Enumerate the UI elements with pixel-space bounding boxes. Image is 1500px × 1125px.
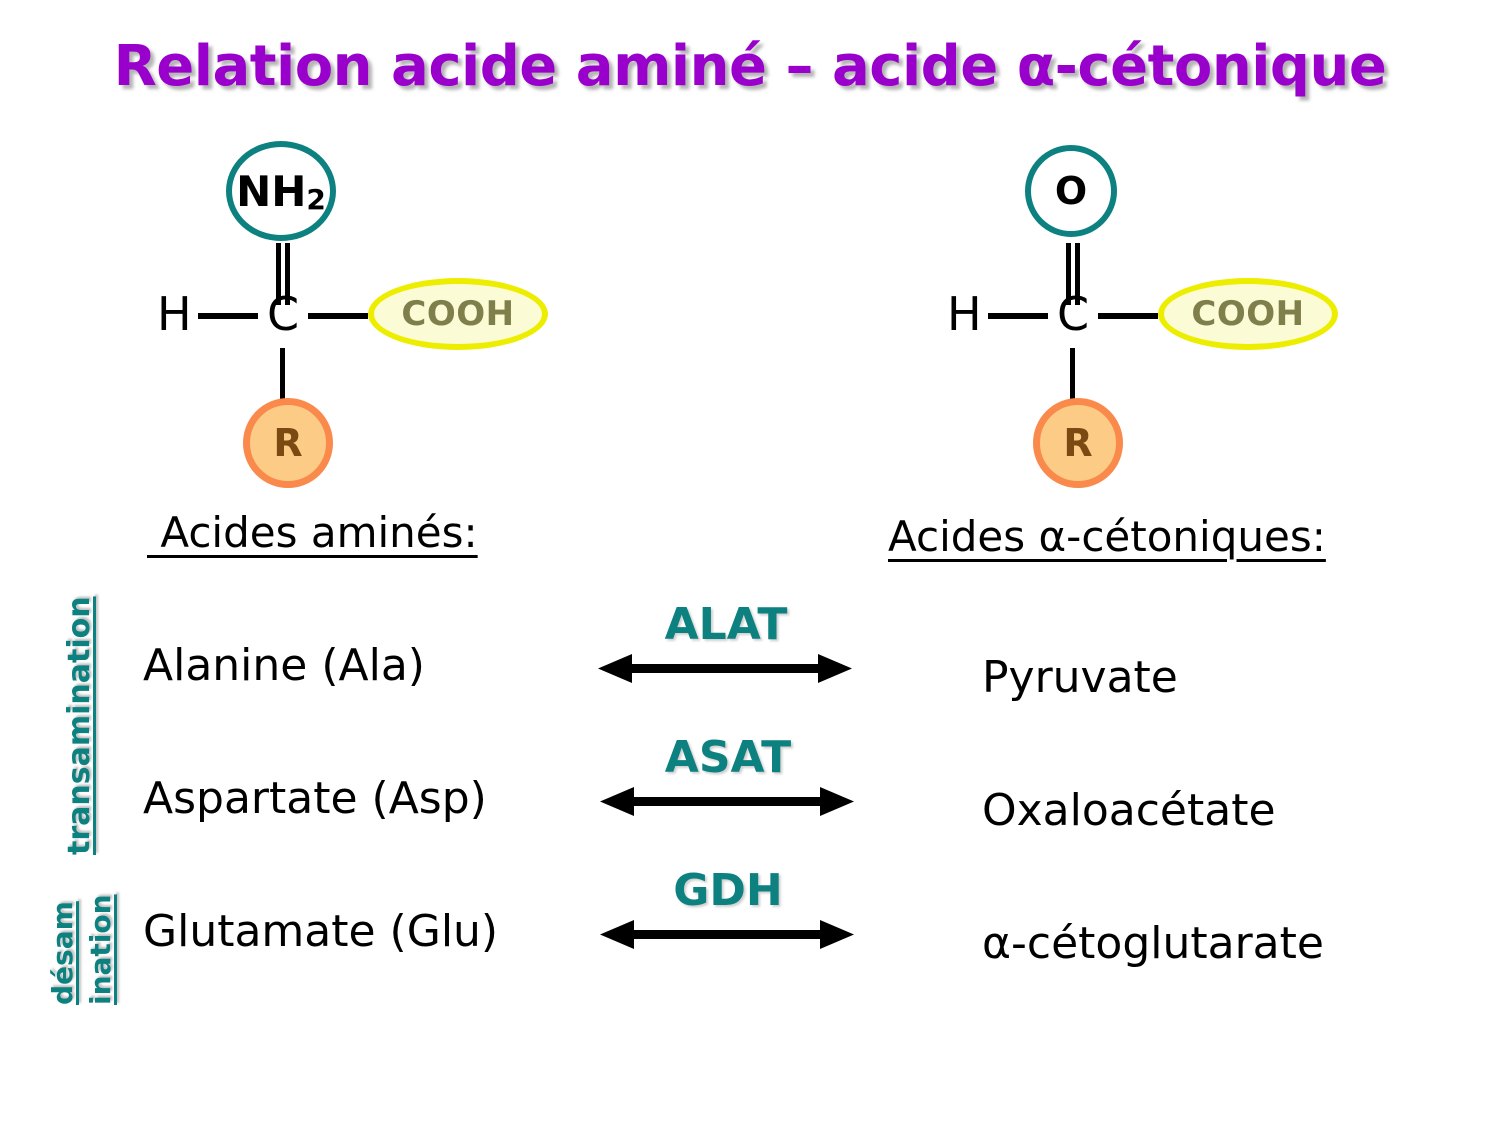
oxygen-group-node: O: [1025, 145, 1117, 237]
product-label: α-cétoglutarate: [982, 918, 1324, 969]
double-bond-icon: [1066, 243, 1080, 305]
enzyme-label: ALAT: [664, 599, 788, 650]
double-headed-arrow-icon: [598, 652, 852, 686]
keto-acid-structure-diagram: O H C COOH R: [930, 133, 1350, 493]
substrate-label: Alanine (Ala): [143, 640, 425, 691]
enzyme-block: ALAT: [598, 599, 854, 686]
bond-h-left-icon: [198, 313, 258, 319]
double-headed-arrow-icon: [600, 918, 856, 952]
r-group-node: R: [243, 398, 333, 488]
carbon-atom-label: C: [267, 287, 300, 341]
amine-group-subscript: 2: [306, 183, 326, 216]
hydrogen-atom-label: H: [157, 287, 192, 341]
page-title: Relation acide aminé – acide α-cétonique: [113, 34, 1387, 99]
r-group-node: R: [1033, 398, 1123, 488]
double-bond-icon: [276, 243, 290, 305]
bond-h-right-icon: [1098, 313, 1158, 319]
enzyme-block: GDH: [600, 865, 856, 952]
amino-acids-column-heading: Acides aminés:: [147, 508, 478, 557]
product-label: Pyruvate: [982, 652, 1178, 703]
substrate-label: Glutamate (Glu): [143, 906, 499, 957]
reaction-row: Alanine (Ala) ALAT Pyruvate: [0, 600, 1500, 740]
bond-h-left-icon: [988, 313, 1048, 319]
enzyme-label: ASAT: [664, 732, 792, 783]
bond-v-icon: [280, 348, 285, 400]
reaction-row: Glutamate (Glu) GDH α-cétoglutarate: [0, 866, 1500, 1006]
carboxyl-group-node: COOH: [368, 278, 548, 350]
double-headed-arrow-icon: [600, 785, 856, 819]
enzyme-label: GDH: [673, 865, 783, 916]
product-label: Oxaloacétate: [982, 785, 1276, 836]
keto-acids-column-heading: Acides α-cétoniques:: [888, 512, 1326, 561]
amine-group-label: NH: [236, 166, 307, 216]
reaction-row: Aspartate (Asp) ASAT Oxaloacétate: [0, 733, 1500, 873]
bond-v-icon: [1070, 348, 1075, 400]
enzyme-block: ASAT: [600, 732, 856, 819]
substrate-label: Aspartate (Asp): [143, 773, 487, 824]
carbon-atom-label: C: [1057, 287, 1090, 341]
carboxyl-group-node: COOH: [1158, 278, 1338, 350]
bond-h-right-icon: [308, 313, 368, 319]
hydrogen-atom-label: H: [947, 287, 982, 341]
